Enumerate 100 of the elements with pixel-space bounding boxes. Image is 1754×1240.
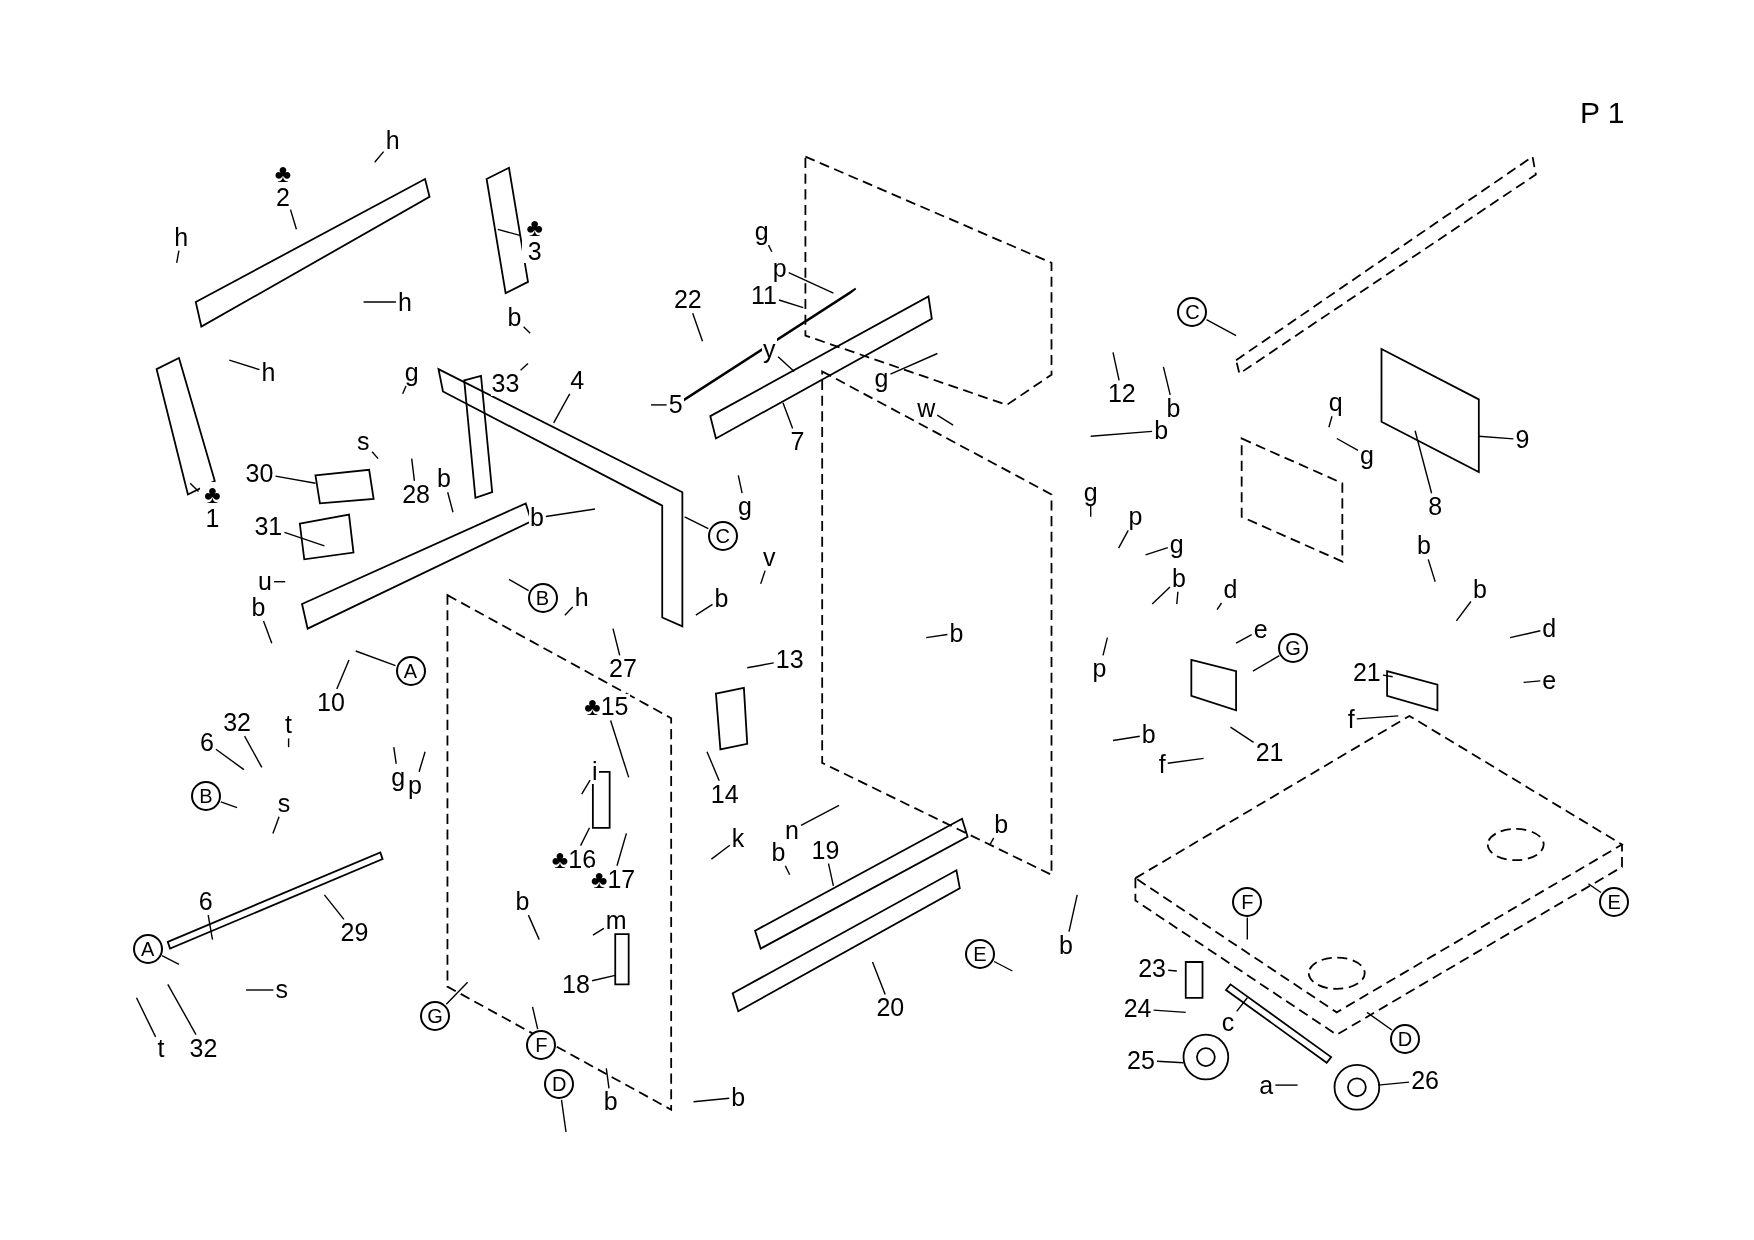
leader-line [371,451,379,460]
leader-line [1144,547,1169,556]
leader-line [374,150,385,163]
leader-line [497,228,522,237]
leader-line [579,827,591,847]
leader-line [683,516,709,530]
leader-line [737,474,743,494]
leader-line [1414,430,1433,494]
leader-line [993,960,1014,972]
leader-line [411,457,416,482]
leader-line [418,751,426,773]
leader-line [1366,1011,1393,1031]
leader-line [1167,969,1178,972]
leader-line [287,737,290,748]
reference-marker: E [964,939,995,970]
leader-line [925,633,949,639]
leader-line [161,955,180,965]
leader-line [782,402,794,430]
leader-line [1427,558,1436,583]
leader-line [167,983,197,1036]
leader-line [355,650,397,667]
reference-marker: B [527,583,558,614]
leader-line [519,362,529,371]
leader-line [553,393,571,424]
leader-line [1216,602,1223,611]
leader-line [609,719,630,779]
leader-line [445,981,469,1005]
leader-line [1377,1081,1410,1086]
leader-line [1235,634,1253,644]
leader-line [189,482,200,493]
leader-line [1068,894,1078,933]
leader-line [215,748,245,771]
leader-line [1205,319,1237,337]
leader-line [1274,1084,1299,1086]
leader-line [889,352,939,375]
reference-marker: B [190,781,221,812]
reference-marker: C [707,520,738,551]
leader-line [592,927,605,936]
leader-line [1151,586,1171,605]
leader-line [650,404,668,406]
leader-line [135,997,157,1038]
leader-line [871,961,886,996]
leader-line [1112,351,1120,381]
leader-line [362,301,397,303]
leader-line [527,914,540,941]
leader-line [508,578,530,592]
leader-line [1382,674,1394,678]
reference-marker: D [544,1068,575,1099]
leader-line [1587,883,1602,894]
reference-marker: F [1232,886,1263,917]
reference-marker: E [1599,886,1630,917]
leader-line [616,832,628,867]
leader-line [560,1099,567,1133]
reference-marker: D [1390,1024,1420,1055]
leader-line [989,837,995,846]
leader-line [1117,529,1129,549]
leader-line [1162,366,1171,396]
leader-line [692,312,704,342]
leader-line [1156,1060,1185,1064]
leader-line [746,662,775,669]
leader-line [274,475,317,484]
leader-line [402,385,407,395]
leader-line [1478,435,1515,440]
reference-marker: G [1278,632,1309,663]
leader-line [531,1006,539,1030]
leader-line [393,746,397,765]
leader-line [778,299,804,309]
reference-marker: F [526,1029,557,1060]
leader-line [581,779,591,795]
reference-marker: G [420,1000,451,1031]
reference-marker: A [132,933,163,964]
leader-line [827,863,835,887]
leader-line [612,628,621,657]
reference-marker: A [395,656,426,687]
leader-line [936,414,954,426]
page-number: P 1 [1580,96,1625,130]
leader-line [710,844,731,860]
leader-line [1112,735,1141,742]
leader-line [289,208,298,230]
leader-line [1102,636,1109,657]
leader-line [447,491,454,513]
leader-line [1176,591,1179,605]
leader-line [1246,916,1248,941]
leader-line [1455,600,1472,622]
reference-marker: C [1177,297,1208,328]
leader-line [777,356,795,373]
leader-line [1229,726,1255,743]
leader-line [1090,430,1153,437]
leader-line [283,531,326,547]
leader-line [245,989,275,991]
leader-line [336,659,350,690]
leader-line [272,816,280,835]
leader-line [591,974,616,982]
leader-line [1252,655,1280,672]
leader-line [695,603,714,616]
leader-line [1236,997,1248,1013]
leader-line [207,914,214,941]
leader-line [243,735,263,769]
leader-line [228,359,261,371]
leader-line [784,865,791,876]
